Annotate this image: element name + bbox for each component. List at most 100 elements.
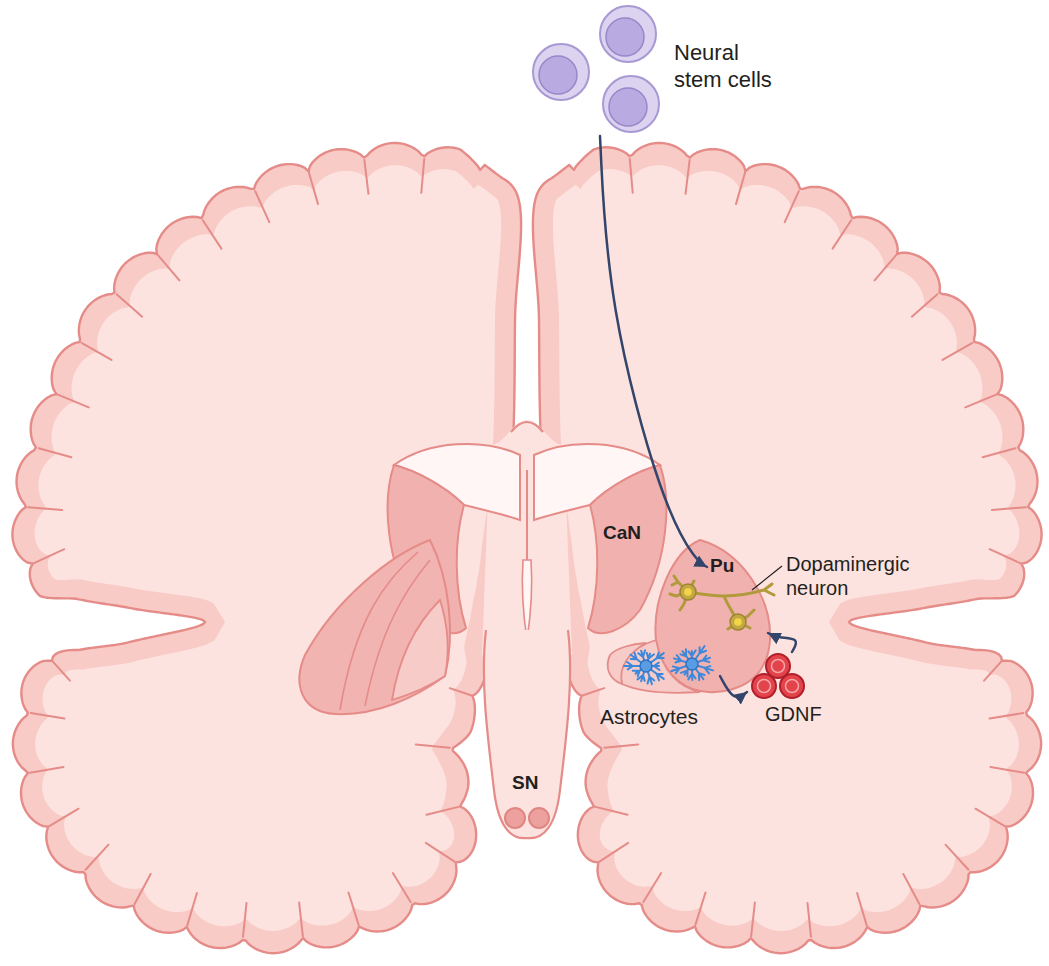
fissure-floor [511,422,543,432]
arrow-connector [768,633,796,652]
septum [526,470,528,560]
sulcus [630,159,633,193]
gdnf-ring [758,680,771,693]
region-label: CaN [603,522,641,545]
sulcus [912,294,938,316]
neuron-soma [680,584,696,600]
sulcus [57,394,88,407]
sulcus [421,159,424,193]
node-art-group [752,654,804,698]
region-label-box: Pu [708,554,738,580]
node-text: Astrocytes [600,704,698,730]
gdnf-molecule [752,674,776,698]
sulcus [596,807,628,815]
sulcus [875,254,897,280]
sulcus [426,843,454,862]
hemispheres [12,143,1041,953]
putamen [655,540,770,692]
sulcus [992,507,1026,510]
substantia-nigra [505,808,525,828]
sulcus [736,171,745,204]
sulcus [751,903,755,937]
sulcus [299,903,303,937]
astrocyte-group: Astrocytes [598,636,720,736]
sulcus [31,713,65,719]
sulcus [695,892,705,924]
astrocyte-process [671,646,713,680]
globus-pallidus [392,600,448,700]
node-art-group [624,646,713,684]
sulcus [309,171,318,204]
astrocyte-body [686,658,698,670]
gdnf-molecule [780,674,804,698]
sulcus [243,903,247,937]
arrow-connector [600,136,707,567]
sulcus [785,191,799,222]
sulcus [203,220,222,248]
sulcus [983,448,1016,457]
sulcus [30,767,64,773]
sulcus [393,873,411,902]
sulcus [157,254,179,280]
sulcus [426,807,458,815]
node-text: GDNF [765,702,822,726]
cell-nucleus [606,18,644,56]
sulcus [82,343,112,360]
sulcus [807,903,811,937]
brainstem [484,630,570,838]
sulcus [582,688,604,695]
sulcus [39,448,72,457]
sulcus [965,394,996,407]
sulcus [255,191,269,222]
sulcus [117,294,143,316]
node-art-group [670,566,782,630]
brainstem-outline [484,630,570,838]
stem-cell [603,76,659,132]
sulcus [833,220,852,248]
sulcus [28,507,62,510]
node-text: Dopaminergic neuron [786,552,914,601]
arrow-connector [720,676,747,697]
cell-nucleus [609,88,647,126]
sulcus [348,892,358,924]
sulcus [364,160,368,194]
sulcus [946,845,969,870]
astrocyte-body [640,660,652,672]
stem-cell [600,6,656,62]
sulcus [990,713,1024,719]
sulcus [984,661,1001,680]
sulcus [86,845,109,870]
astrocyte-process [624,650,664,684]
white-matter [35,165,501,931]
neuron-callout: Dopaminergic neuron [668,550,917,632]
neuron-process [670,576,774,629]
region-label: SN [512,772,538,795]
gdnf-group: GDNF [748,652,834,729]
third-ventricle [522,560,531,640]
sulcus [604,745,638,748]
substantia-nigra [529,808,549,828]
sulcus [686,160,690,194]
sulcus [990,767,1024,773]
capsule-striation [340,552,430,710]
sulcus [942,343,972,360]
white-matter [553,165,1019,931]
caudate-nucleus [588,465,666,633]
lentiform-nucleus [299,540,450,714]
neuron-nucleus [684,588,692,596]
ventricle-caudate-right [534,444,666,633]
node-text: Pu [710,554,734,577]
cortex [12,143,521,953]
sulcus [903,874,919,904]
hemisphere [12,143,521,953]
gdnf-ring [786,680,799,693]
sulcus [135,874,151,904]
node-text: Neural stem cells [674,40,786,94]
sulcus [187,893,197,926]
neuron-nucleus [734,618,742,626]
sulcus [450,688,472,695]
